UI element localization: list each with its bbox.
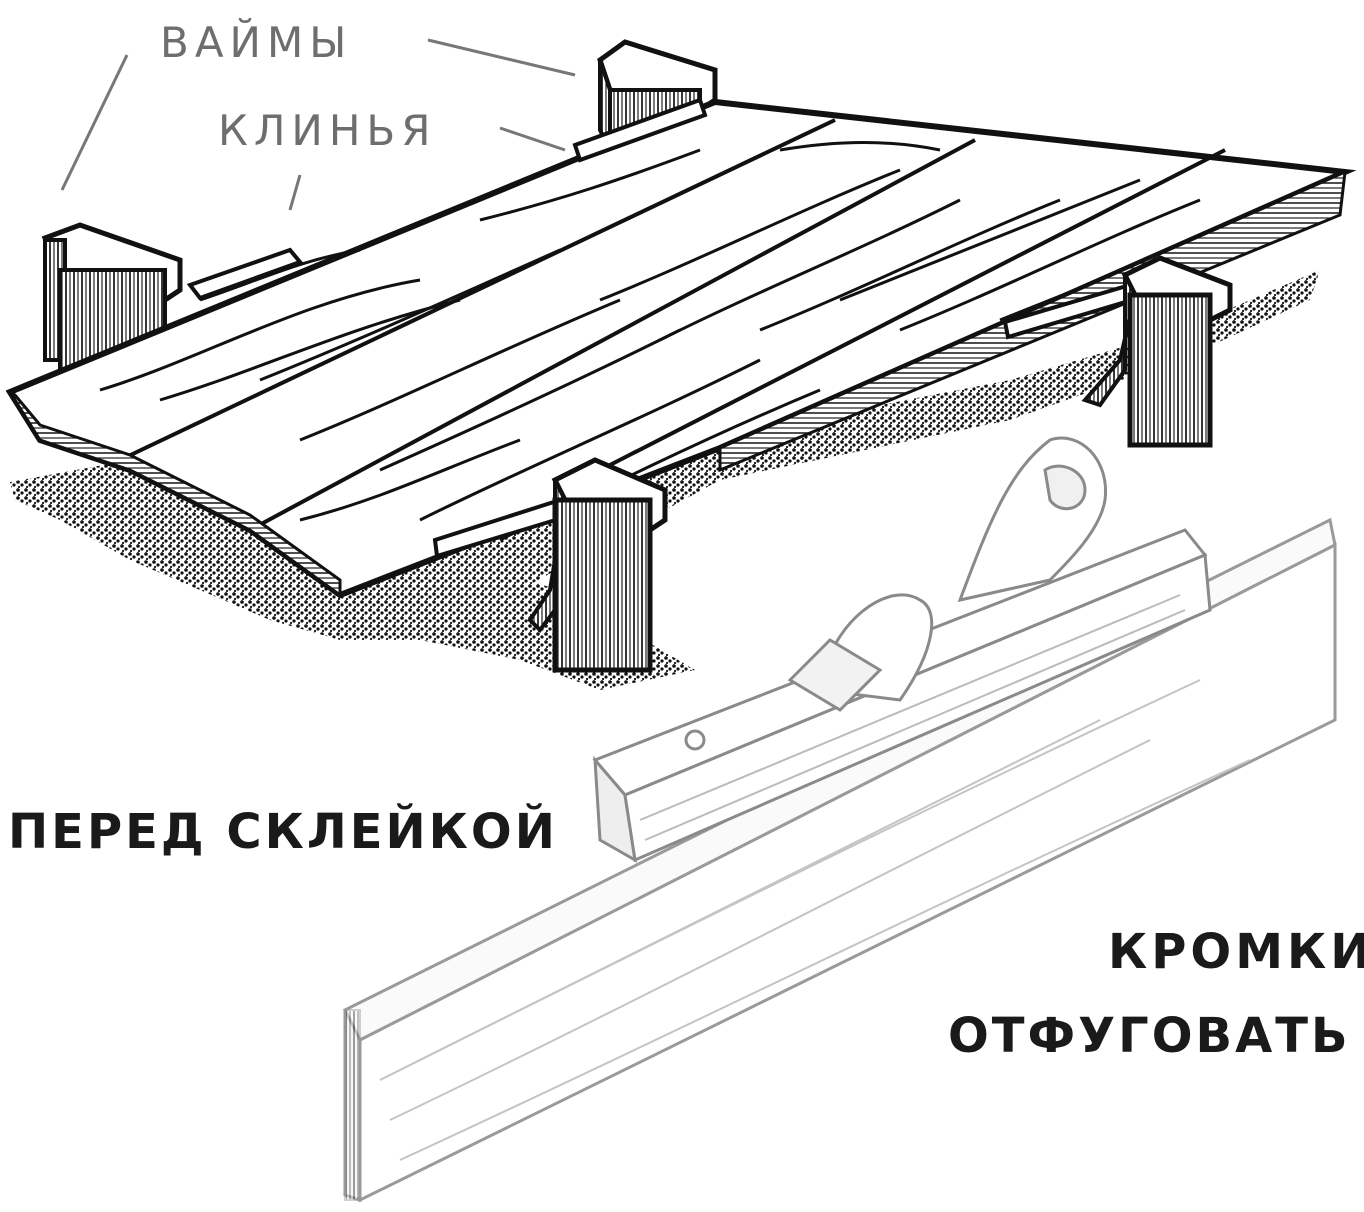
wood-grain bbox=[99, 141, 1281, 542]
front-clamp-left bbox=[527, 457, 668, 673]
label-pered-skleykoy: ПЕРЕД СКЛЕЙКОЙ bbox=[8, 804, 558, 860]
front-clamp-right bbox=[1081, 255, 1233, 448]
jointer-plane bbox=[592, 436, 1212, 863]
label-otfugovat: ОТФУГОВАТЬ bbox=[948, 1008, 1351, 1064]
leader-lines bbox=[60, 38, 576, 211]
wedges bbox=[186, 97, 1135, 559]
label-klinya: КЛИНЬЯ bbox=[218, 106, 437, 155]
label-kromki: КРОМКИ bbox=[1108, 924, 1364, 980]
label-vaimy: ВАЙМЫ bbox=[160, 18, 353, 67]
